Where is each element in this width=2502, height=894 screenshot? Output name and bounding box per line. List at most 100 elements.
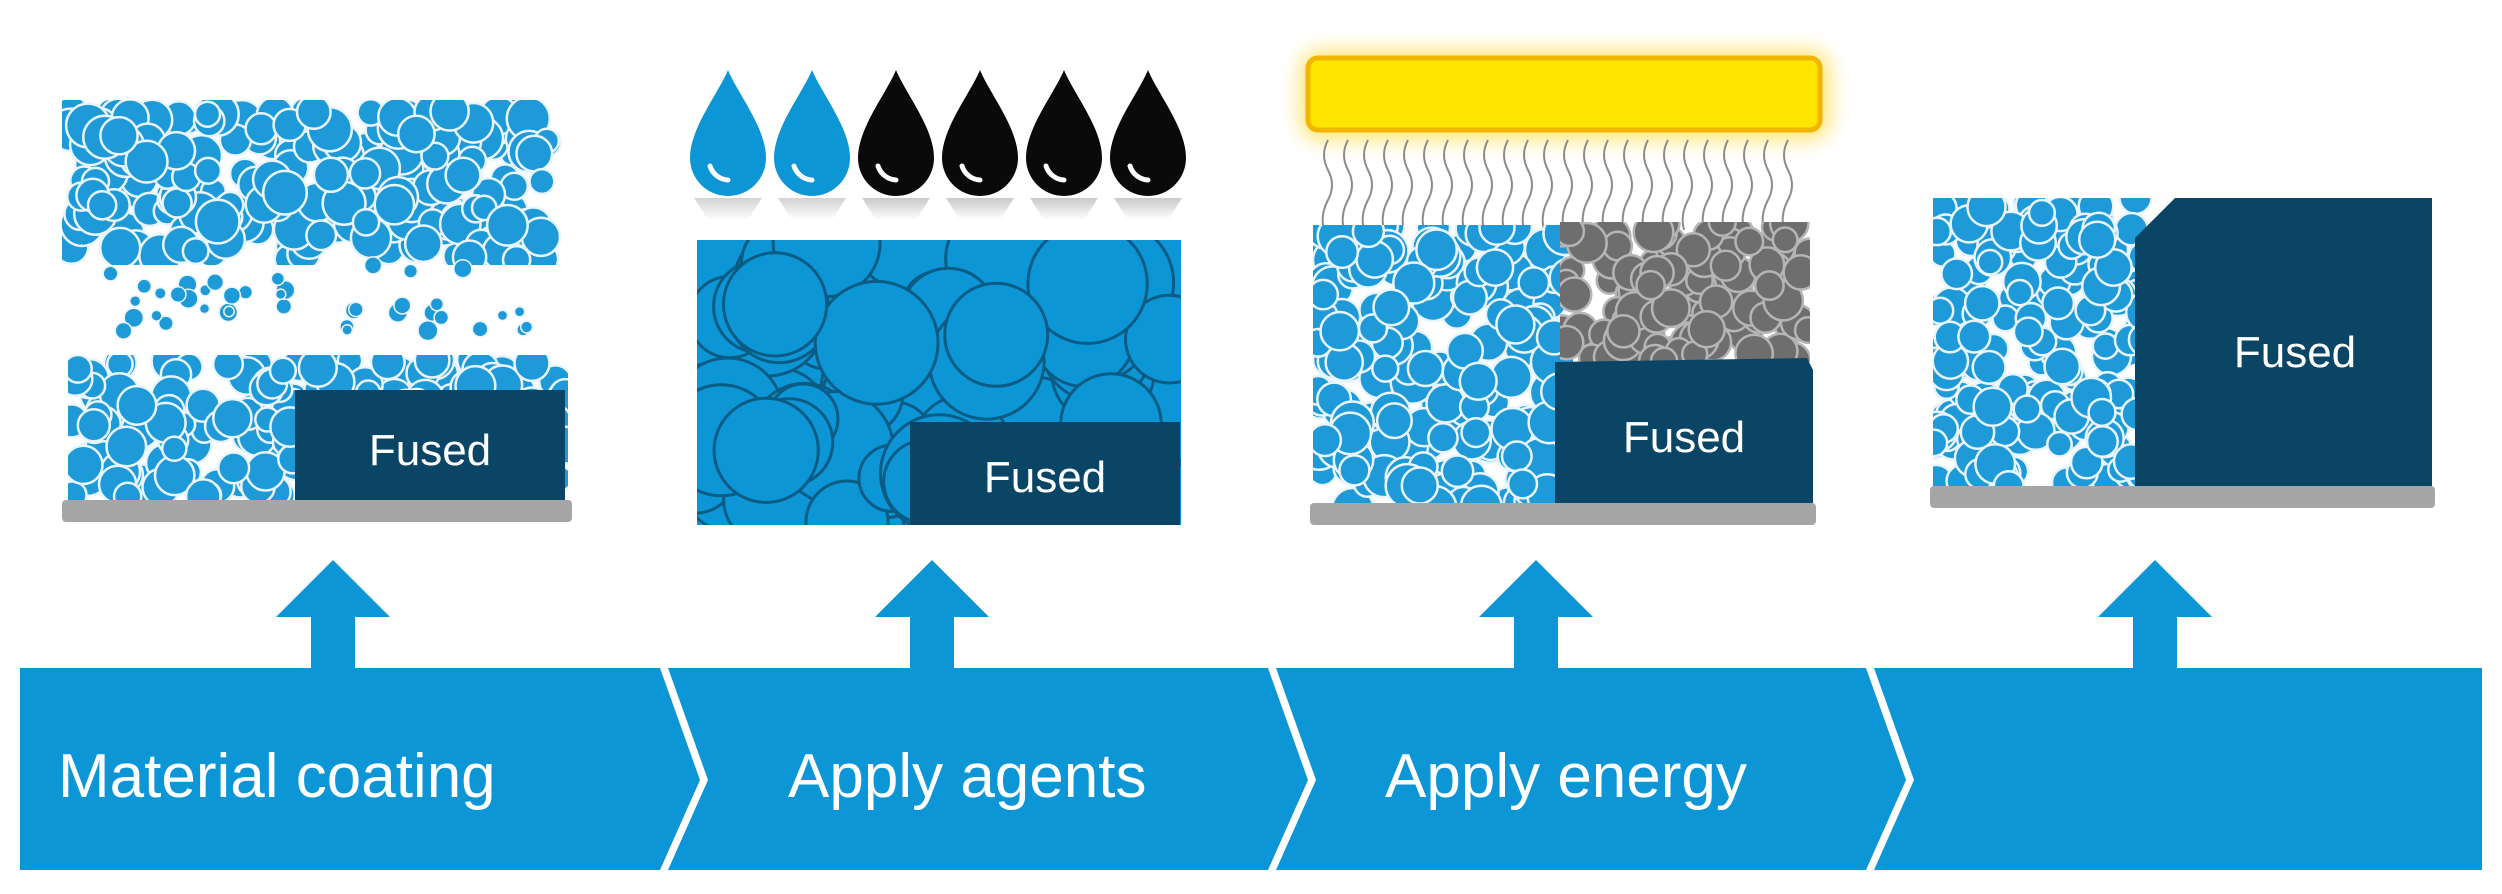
heated-particle: [1793, 316, 1810, 345]
powder-particle: [501, 244, 532, 265]
powder-particle: [98, 226, 142, 265]
step-chevron-material-coating: [20, 668, 700, 870]
powder-particle: [429, 100, 470, 132]
powder-particle: [68, 355, 93, 384]
powder-particle: [513, 305, 526, 318]
build-plate: [62, 500, 572, 522]
powder-particle: [161, 187, 193, 219]
heat-wave: [1481, 139, 1493, 231]
powder-particle: [496, 309, 509, 322]
fused-part-block: [910, 422, 1180, 525]
powder-layer-being-spread: [62, 100, 562, 265]
powder-particle: [2087, 397, 2117, 428]
step-label-material-coating: Material coating: [58, 742, 496, 811]
heat-wave: [1381, 139, 1393, 231]
powder-particle: [124, 139, 169, 184]
panel-fused-result: Fused: [1930, 198, 2435, 508]
magnified-particle: [943, 281, 1050, 388]
powder-particle: [1371, 354, 1400, 383]
powder-particle: [123, 307, 145, 329]
powder-particle: [369, 355, 406, 381]
powder-particle: [223, 305, 235, 318]
powder-particle: [275, 297, 293, 315]
powder-particle: [112, 481, 143, 500]
panel-apply-energy: Fused: [1300, 50, 1830, 525]
powder-particle: [68, 444, 104, 486]
powder-particle: [1506, 468, 1539, 500]
panel-apply-agents: Fused: [690, 70, 1186, 525]
powder-particle: [1440, 454, 1475, 489]
powder-particle: [1933, 428, 1949, 458]
powder-particle: [515, 134, 554, 173]
step-arrows: [276, 560, 2212, 668]
fused-label: Fused: [2234, 328, 2356, 377]
powder-particle: [403, 263, 419, 279]
heat-wave: [1701, 139, 1713, 231]
heat-wave: [1321, 139, 1333, 231]
powder-particle: [2041, 286, 2076, 321]
heat-wave: [1341, 139, 1353, 231]
powder-particle: [169, 285, 187, 304]
powder-particle: [1325, 235, 1360, 270]
powder-particle: [184, 478, 222, 500]
powder-particle: [2085, 424, 2119, 459]
fused-label: Fused: [369, 426, 491, 475]
heat-wave: [1601, 139, 1613, 231]
powder-particle: [347, 301, 364, 318]
heated-particle: [1606, 313, 1641, 349]
fused-part-block: [295, 390, 565, 500]
heated-particle: [1635, 269, 1666, 301]
heated-particle: [1560, 222, 1586, 248]
powder-particle: [2077, 220, 2117, 259]
powder-particle: [274, 288, 287, 301]
powder-particle: [396, 114, 436, 154]
powder-particle: [528, 167, 556, 196]
powder-particle: [1460, 416, 1492, 449]
powder-particle: [429, 296, 445, 312]
step-chevron-apply-agents: [668, 668, 1308, 870]
heat-wave: [1741, 139, 1753, 231]
powder-particle: [451, 239, 488, 265]
heated-particle: [1707, 222, 1737, 237]
heat-wave: [1521, 139, 1533, 231]
powder-particle: [193, 100, 222, 128]
powder-particle: [86, 189, 118, 221]
powder-particle: [1427, 421, 1459, 454]
up-arrow-icon: [2098, 560, 2212, 668]
powder-particle: [1313, 278, 1340, 311]
black-drop-icon: [1026, 70, 1102, 220]
fused-label: Fused: [984, 453, 1106, 502]
powder-particle: [2012, 394, 2042, 424]
powder-particle: [1400, 466, 1440, 505]
powder-particle: [312, 156, 350, 194]
powder-particle: [99, 115, 139, 156]
magnified-particle: [1124, 293, 1181, 385]
powder-particle: [1351, 225, 1386, 249]
powder-particle: [212, 397, 253, 439]
powder-particle: [1406, 349, 1445, 388]
heated-particle: [1687, 309, 1726, 349]
powder-particle: [153, 286, 167, 300]
powder-particle: [211, 355, 245, 381]
powder-particle: [363, 256, 383, 275]
powder-particle: [1313, 422, 1343, 458]
powder-particle: [297, 355, 338, 388]
fused-part-block: [2135, 198, 2432, 488]
powder-particle: [393, 296, 412, 315]
powder-particle: [1319, 310, 1361, 352]
heated-particle: [1782, 254, 1810, 291]
black-drop-icon: [1110, 70, 1186, 220]
fused-part-block: [1555, 358, 1813, 503]
heated-particle: [1734, 226, 1765, 257]
powder-particle: [433, 309, 450, 326]
magnified-particle: [1026, 240, 1149, 345]
powder-particle: [1933, 296, 1955, 325]
powder-particle: [129, 294, 142, 308]
powder-particle: [244, 112, 278, 146]
black-drop-icon: [942, 70, 1018, 220]
powder-particle: [194, 198, 241, 245]
powder-particle: [102, 265, 119, 282]
powder-particle: [181, 237, 210, 265]
step-chevron-final: [1874, 668, 2482, 870]
